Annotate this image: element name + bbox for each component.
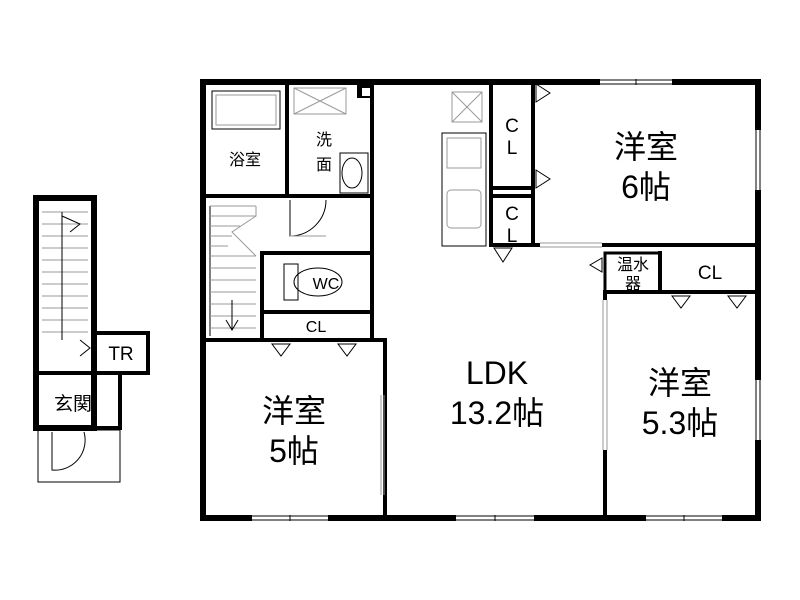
entrance-annex bbox=[33, 195, 150, 483]
window-east-upper bbox=[755, 130, 761, 190]
window-south-east bbox=[646, 515, 722, 521]
label-western-ne-size: 6帖 bbox=[621, 169, 671, 205]
label-western-sw-name: 洋室 bbox=[262, 393, 326, 429]
sliding-door-ne-room bbox=[540, 242, 602, 248]
stairs-main bbox=[209, 205, 257, 336]
room-labels: 浴室 洗 面 C L C L WC CL CL 温水 器 洋室 6帖 洋室 5帖… bbox=[54, 116, 722, 469]
label-closet-a-1: C bbox=[505, 116, 519, 137]
fixtures bbox=[209, 83, 747, 357]
label-closet-east: CL bbox=[698, 263, 722, 284]
window-south-mid bbox=[456, 515, 534, 521]
label-closet-b-2: L bbox=[507, 226, 518, 247]
label-water-heater-1: 温水 bbox=[617, 256, 649, 274]
label-water-heater-2: 器 bbox=[625, 275, 641, 293]
label-closet-a-2: L bbox=[507, 138, 518, 159]
label-closet-stair: CL bbox=[306, 319, 327, 336]
stairs-annex bbox=[42, 211, 91, 357]
label-closet-b-1: C bbox=[505, 204, 519, 225]
label-western-sw-size: 5帖 bbox=[269, 433, 319, 469]
label-western-se-name: 洋室 bbox=[648, 365, 712, 401]
label-western-se-size: 5.3帖 bbox=[642, 405, 719, 441]
window-north bbox=[600, 79, 672, 85]
label-entrance: 玄関 bbox=[54, 393, 92, 415]
label-wc: WC bbox=[313, 276, 340, 293]
sliding-door-ldk-west bbox=[380, 395, 385, 495]
windows bbox=[252, 79, 761, 521]
label-wash-1: 洗 bbox=[316, 131, 332, 149]
label-trunk-room: TR bbox=[108, 344, 133, 365]
label-ldk-name: LDK bbox=[466, 355, 528, 391]
label-western-ne-name: 洋室 bbox=[614, 129, 678, 165]
window-east-lower bbox=[755, 380, 761, 440]
label-wash-2: 面 bbox=[316, 157, 332, 174]
label-ldk-size: 13.2帖 bbox=[450, 395, 544, 431]
window-south-west bbox=[252, 515, 328, 521]
sliding-door-ldk-east bbox=[602, 300, 608, 450]
label-bath: 浴室 bbox=[229, 151, 261, 169]
